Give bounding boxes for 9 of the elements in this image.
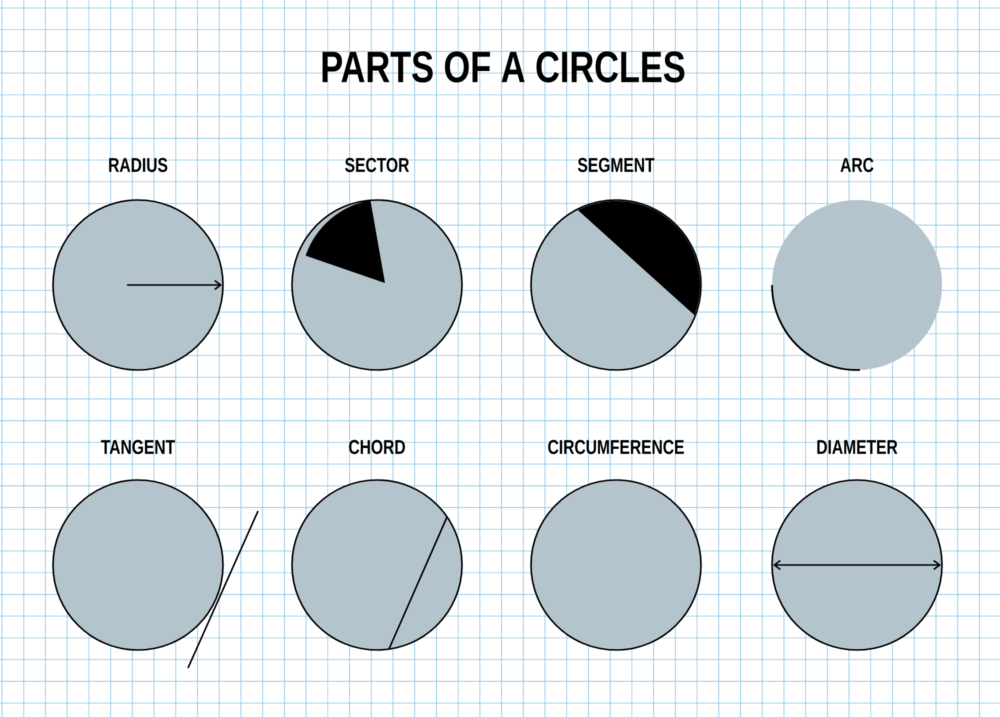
panel-heading: CIRCUMFERENCE [548,440,684,454]
panel-heading: ARC [840,158,874,172]
panel-heading: SEGMENT [578,158,654,172]
panel-heading: DIAMETER [817,440,898,454]
panel-heading: SECTOR [345,158,410,172]
title: PARTS OF A CIRCLES [322,51,684,83]
panel-heading: RADIUS [109,158,168,172]
panel-heading: TANGENT [101,440,175,454]
panel-heading: CHORD [349,440,405,454]
